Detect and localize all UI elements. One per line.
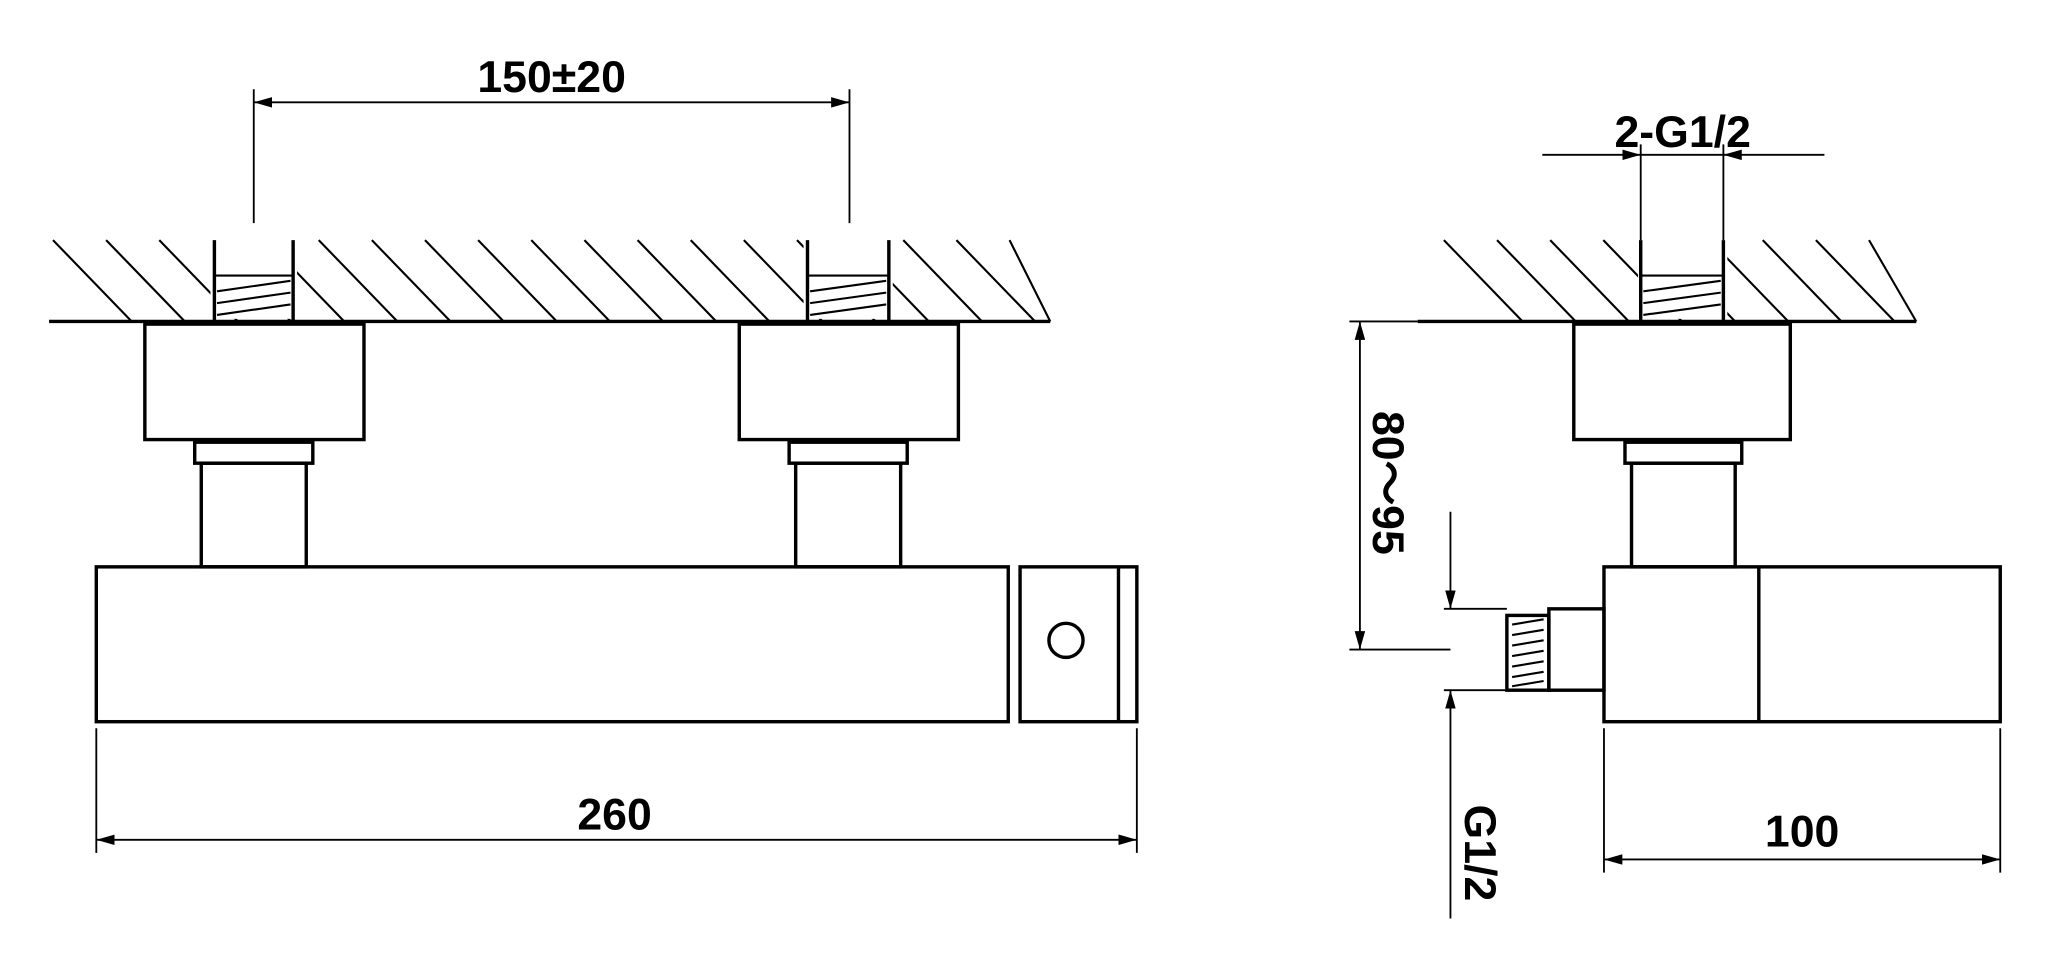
mixer-body-side: [1602, 565, 2002, 724]
dim-label-inlet-thread: 2-G1/2: [1615, 108, 1751, 157]
dimension-inlet-thread: 2-G1/2: [1542, 108, 1825, 241]
dim-label-depth: 100: [1765, 807, 1839, 856]
dim-label-inlet-spacing: 150±20: [477, 53, 626, 102]
side-view: 2-G1/2 80～95 G1/2 100: [1349, 108, 2002, 919]
control-knob: [1018, 565, 1139, 724]
dimension-outlet-thread: G1/2: [1443, 511, 1507, 919]
outlet-thread: [1505, 607, 1606, 692]
knob-indicator-icon: [1047, 621, 1085, 660]
inlet-left: [143, 236, 366, 569]
dim-label-overall-length: 260: [577, 790, 651, 839]
front-view: 150±20 260: [49, 53, 1139, 853]
dim-label-wall-distance: 80～95: [1363, 411, 1412, 555]
mixer-body: [94, 565, 1010, 724]
dimension-wall-distance: 80～95: [1349, 320, 1451, 651]
dimension-inlet-spacing: 150±20: [252, 53, 851, 224]
dimension-overall-length: 260: [95, 728, 1138, 853]
inlet-right: [737, 236, 961, 569]
dim-label-outlet-thread: G1/2: [1455, 805, 1504, 902]
dimension-depth: 100: [1603, 728, 2002, 873]
wall-hatching-front: [52, 239, 1052, 323]
